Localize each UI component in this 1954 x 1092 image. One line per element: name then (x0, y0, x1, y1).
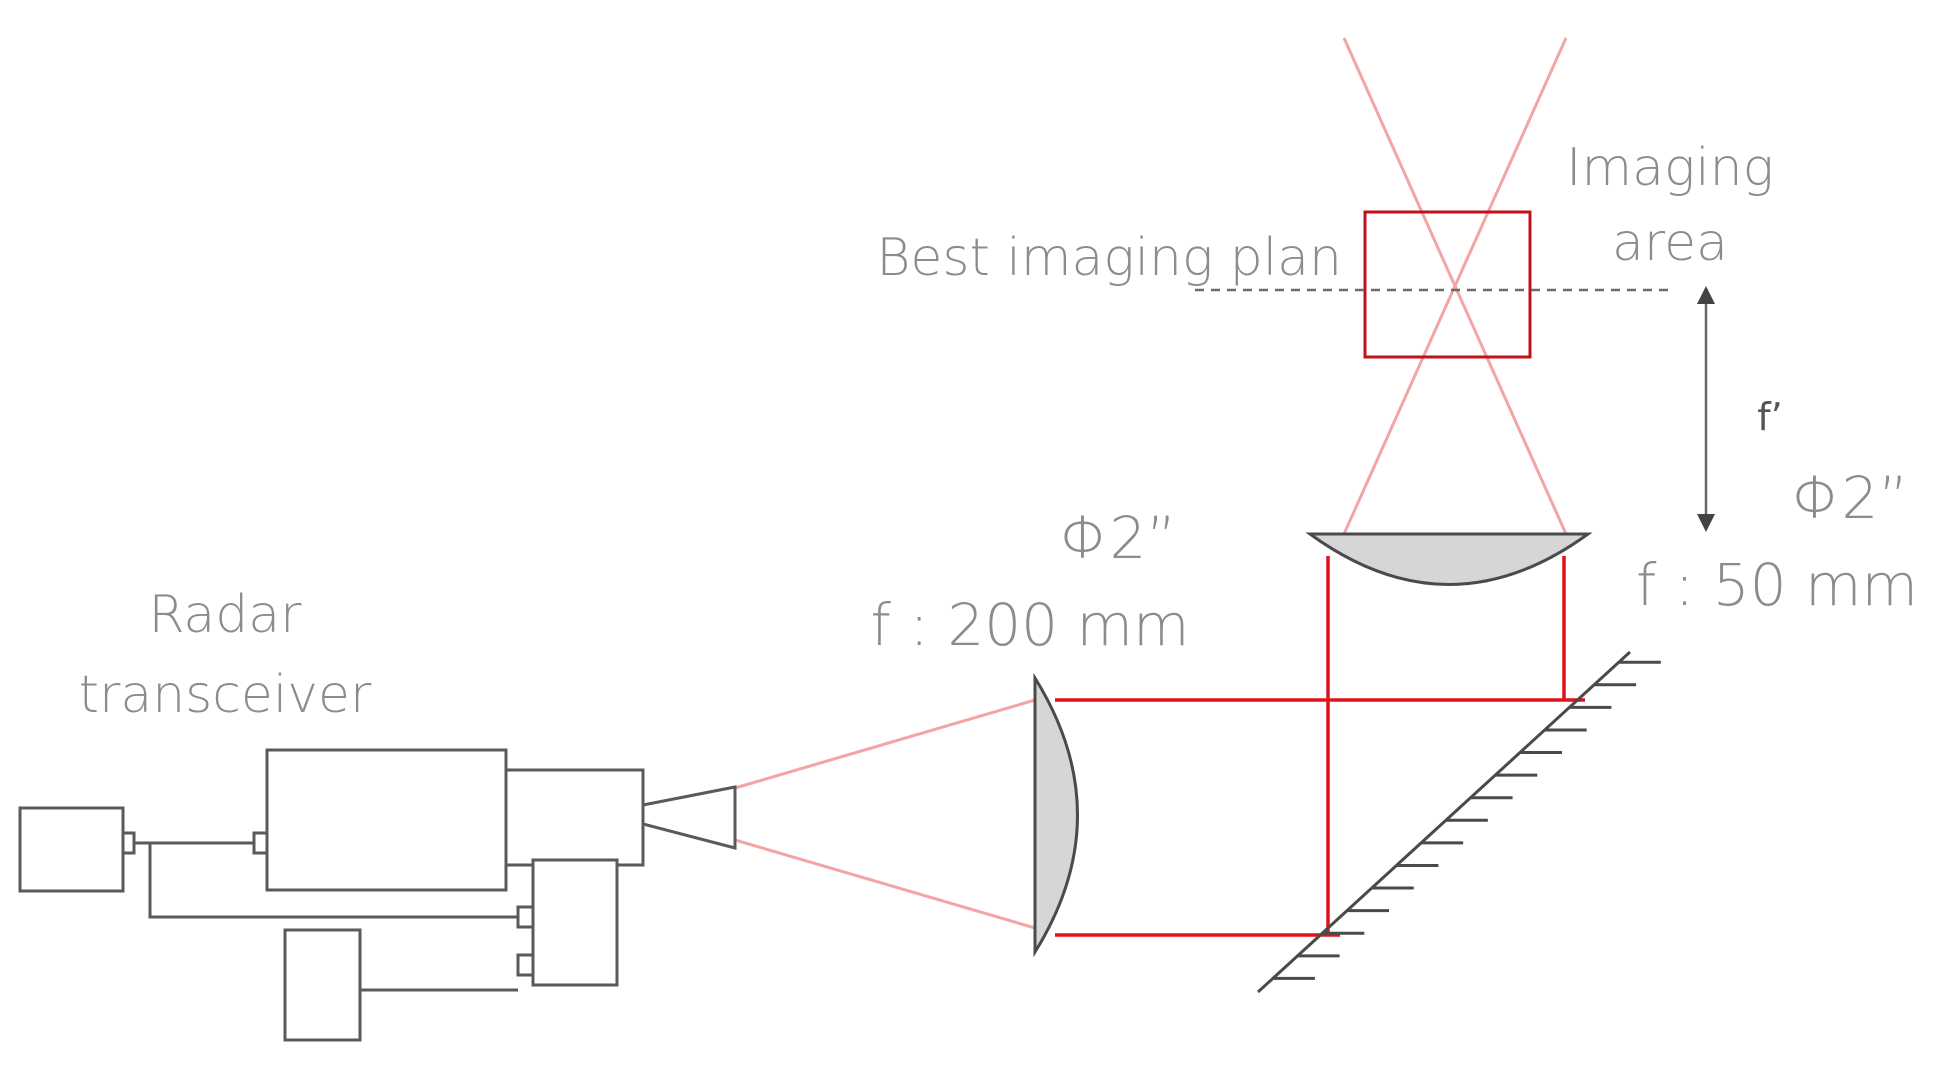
flat-mirror (1256, 650, 1661, 994)
lens-200mm (1033, 672, 1079, 958)
module-right-port-1 (516, 905, 535, 929)
module-right-port-2 (516, 953, 535, 977)
lens-50mm (1305, 532, 1593, 586)
main-unit (265, 748, 508, 892)
main-unit-port (252, 831, 269, 855)
wire-left-to-right (148, 843, 518, 919)
label-transceiver: transceiver (79, 665, 372, 725)
label-lens2-diameter: Φ2” (1792, 464, 1909, 532)
label-radar: Radar (148, 585, 302, 645)
module-right (531, 858, 619, 987)
label-lens1-diameter: Φ2” (1060, 504, 1177, 572)
label-best-imaging-plane: Best imaging plan (876, 228, 1342, 288)
label-imaging: Imaging (1566, 138, 1774, 198)
module-bottom (283, 928, 362, 1042)
horn-beam-top (734, 698, 1036, 790)
imaging-area-box (1363, 210, 1532, 359)
label-lens2-focal: f : 50 mm (1636, 551, 1918, 619)
focal-length-arrow (1697, 286, 1715, 532)
front-extension (504, 768, 645, 867)
radar-transceiver (18, 748, 737, 1042)
upper-beam-right (1342, 37, 1568, 535)
module-left-port (121, 831, 136, 855)
horn-beam-bottom (734, 838, 1036, 930)
horn-antenna (641, 785, 737, 850)
label-area: area (1612, 213, 1728, 273)
label-lens1-focal: f : 200 mm (871, 591, 1190, 659)
module-left (18, 806, 125, 893)
label-focal-marker: f’ (1757, 395, 1782, 439)
